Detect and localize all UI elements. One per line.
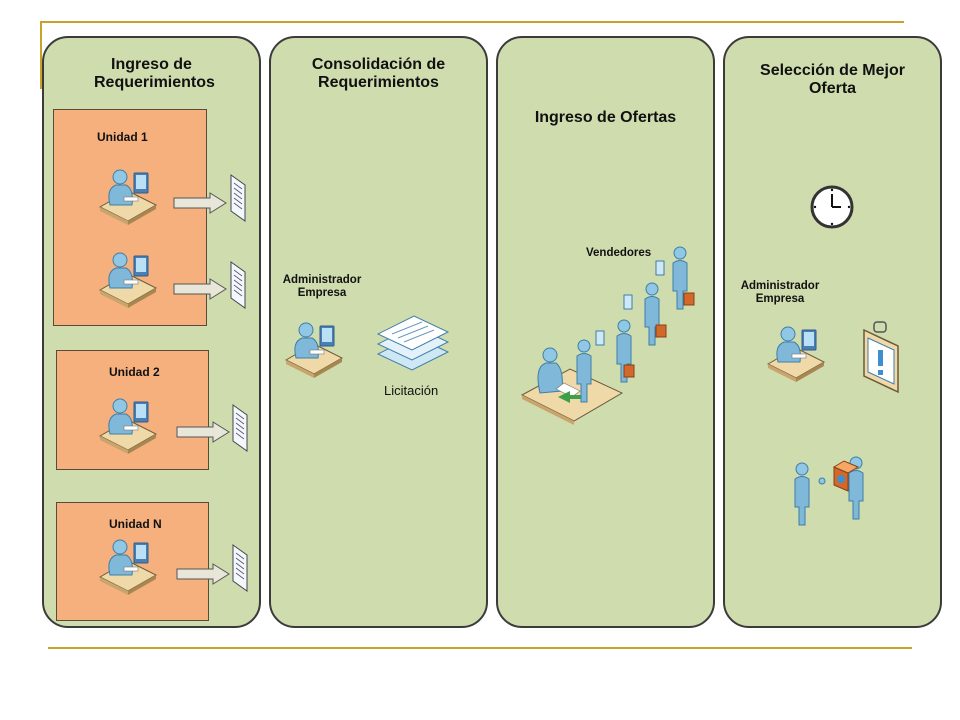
unit-label-n: Unidad N <box>109 517 162 531</box>
tender-label: Licitación <box>384 383 439 398</box>
workstation-icon <box>99 169 157 226</box>
sellers-queue-icon <box>520 246 695 425</box>
clock-icon <box>810 185 854 229</box>
lane-title: Ingreso de Requerimientos <box>94 56 215 91</box>
arrow-icon <box>173 192 227 214</box>
lane-title: Ingreso de Ofertas <box>534 109 677 126</box>
administrator-label: Administrador Empresa <box>740 280 820 305</box>
left-rule <box>40 21 42 89</box>
unit-box-n <box>56 502 209 621</box>
lane-title: Selección de Mejor Oferta <box>760 62 905 97</box>
document-icon <box>232 404 248 452</box>
sellers-label: Vendedores <box>586 247 652 259</box>
lane-best-offer-selection: Selección de Mejor Oferta <box>723 36 942 628</box>
document-icon <box>230 174 246 222</box>
unit-label-1: Unidad 1 <box>97 130 148 144</box>
document-icon <box>230 261 246 309</box>
workstation-icon <box>99 539 157 596</box>
workstation-icon <box>285 322 343 379</box>
administrator-label: Administrador Empresa <box>282 274 362 299</box>
handover-icon <box>794 456 864 526</box>
document-stack-icon <box>376 315 450 371</box>
arrow-icon <box>176 421 230 443</box>
top-rule <box>40 21 904 23</box>
lane-offers-entry: Ingreso de Ofertas <box>496 36 715 628</box>
arrow-icon <box>176 563 230 585</box>
workstation-icon <box>767 326 825 383</box>
alert-clipboard-icon <box>863 321 899 394</box>
workstation-icon <box>99 398 157 455</box>
bottom-rule <box>48 647 912 649</box>
unit-label-2: Unidad 2 <box>109 365 160 379</box>
document-icon <box>232 544 248 592</box>
lane-title: Consolidación de Requerimientos <box>311 56 446 91</box>
arrow-icon <box>173 278 227 300</box>
workstation-icon <box>99 252 157 309</box>
